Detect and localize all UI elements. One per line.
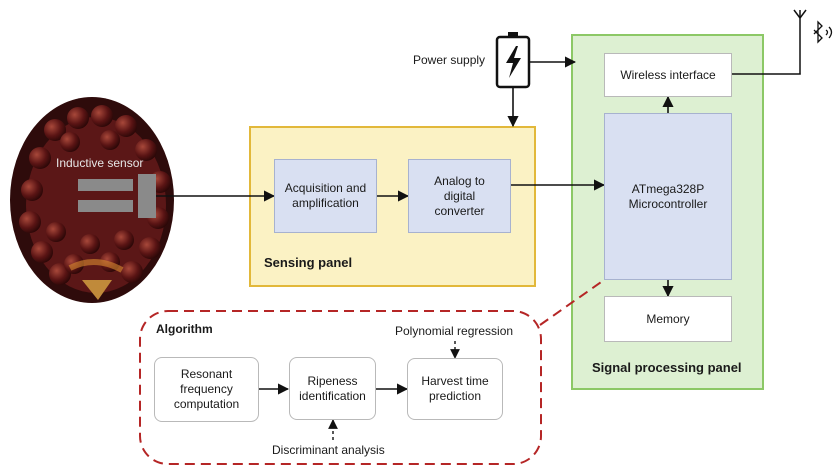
bluetooth-icon (813, 20, 833, 44)
battery-bolt-icon (495, 32, 531, 89)
wireless-interface-box: Wireless interface (604, 53, 732, 97)
microcontroller-box: ATmega328P Microcontroller (604, 113, 732, 280)
resonant-frequency-box: Resonant frequency computation (154, 357, 259, 422)
connections (156, 56, 801, 395)
regression-label: Polynomial regression (395, 324, 514, 338)
sensor-label: Inductive sensor (56, 156, 144, 170)
algorithm-link (539, 279, 605, 326)
sensing-panel-title: Sensing panel (264, 255, 353, 270)
discriminant-label: Discriminant analysis (272, 443, 385, 457)
antenna-icon (793, 9, 807, 73)
memory-box: Memory (604, 296, 732, 342)
acquisition-box: Acquisition and amplification (274, 159, 377, 233)
algorithm-title: Algorithm (156, 322, 213, 336)
ripeness-box: Ripeness identification (289, 357, 376, 420)
adc-box: Analog to digital converter (408, 159, 511, 233)
algorithm-frame (139, 310, 542, 465)
signal-panel-title: Signal processing panel (592, 360, 742, 375)
dashed-connections (328, 341, 460, 440)
inductive-sensor-icon (78, 174, 156, 218)
harvest-prediction-box: Harvest time prediction (407, 358, 503, 420)
power-supply-label: Power supply (413, 53, 486, 67)
